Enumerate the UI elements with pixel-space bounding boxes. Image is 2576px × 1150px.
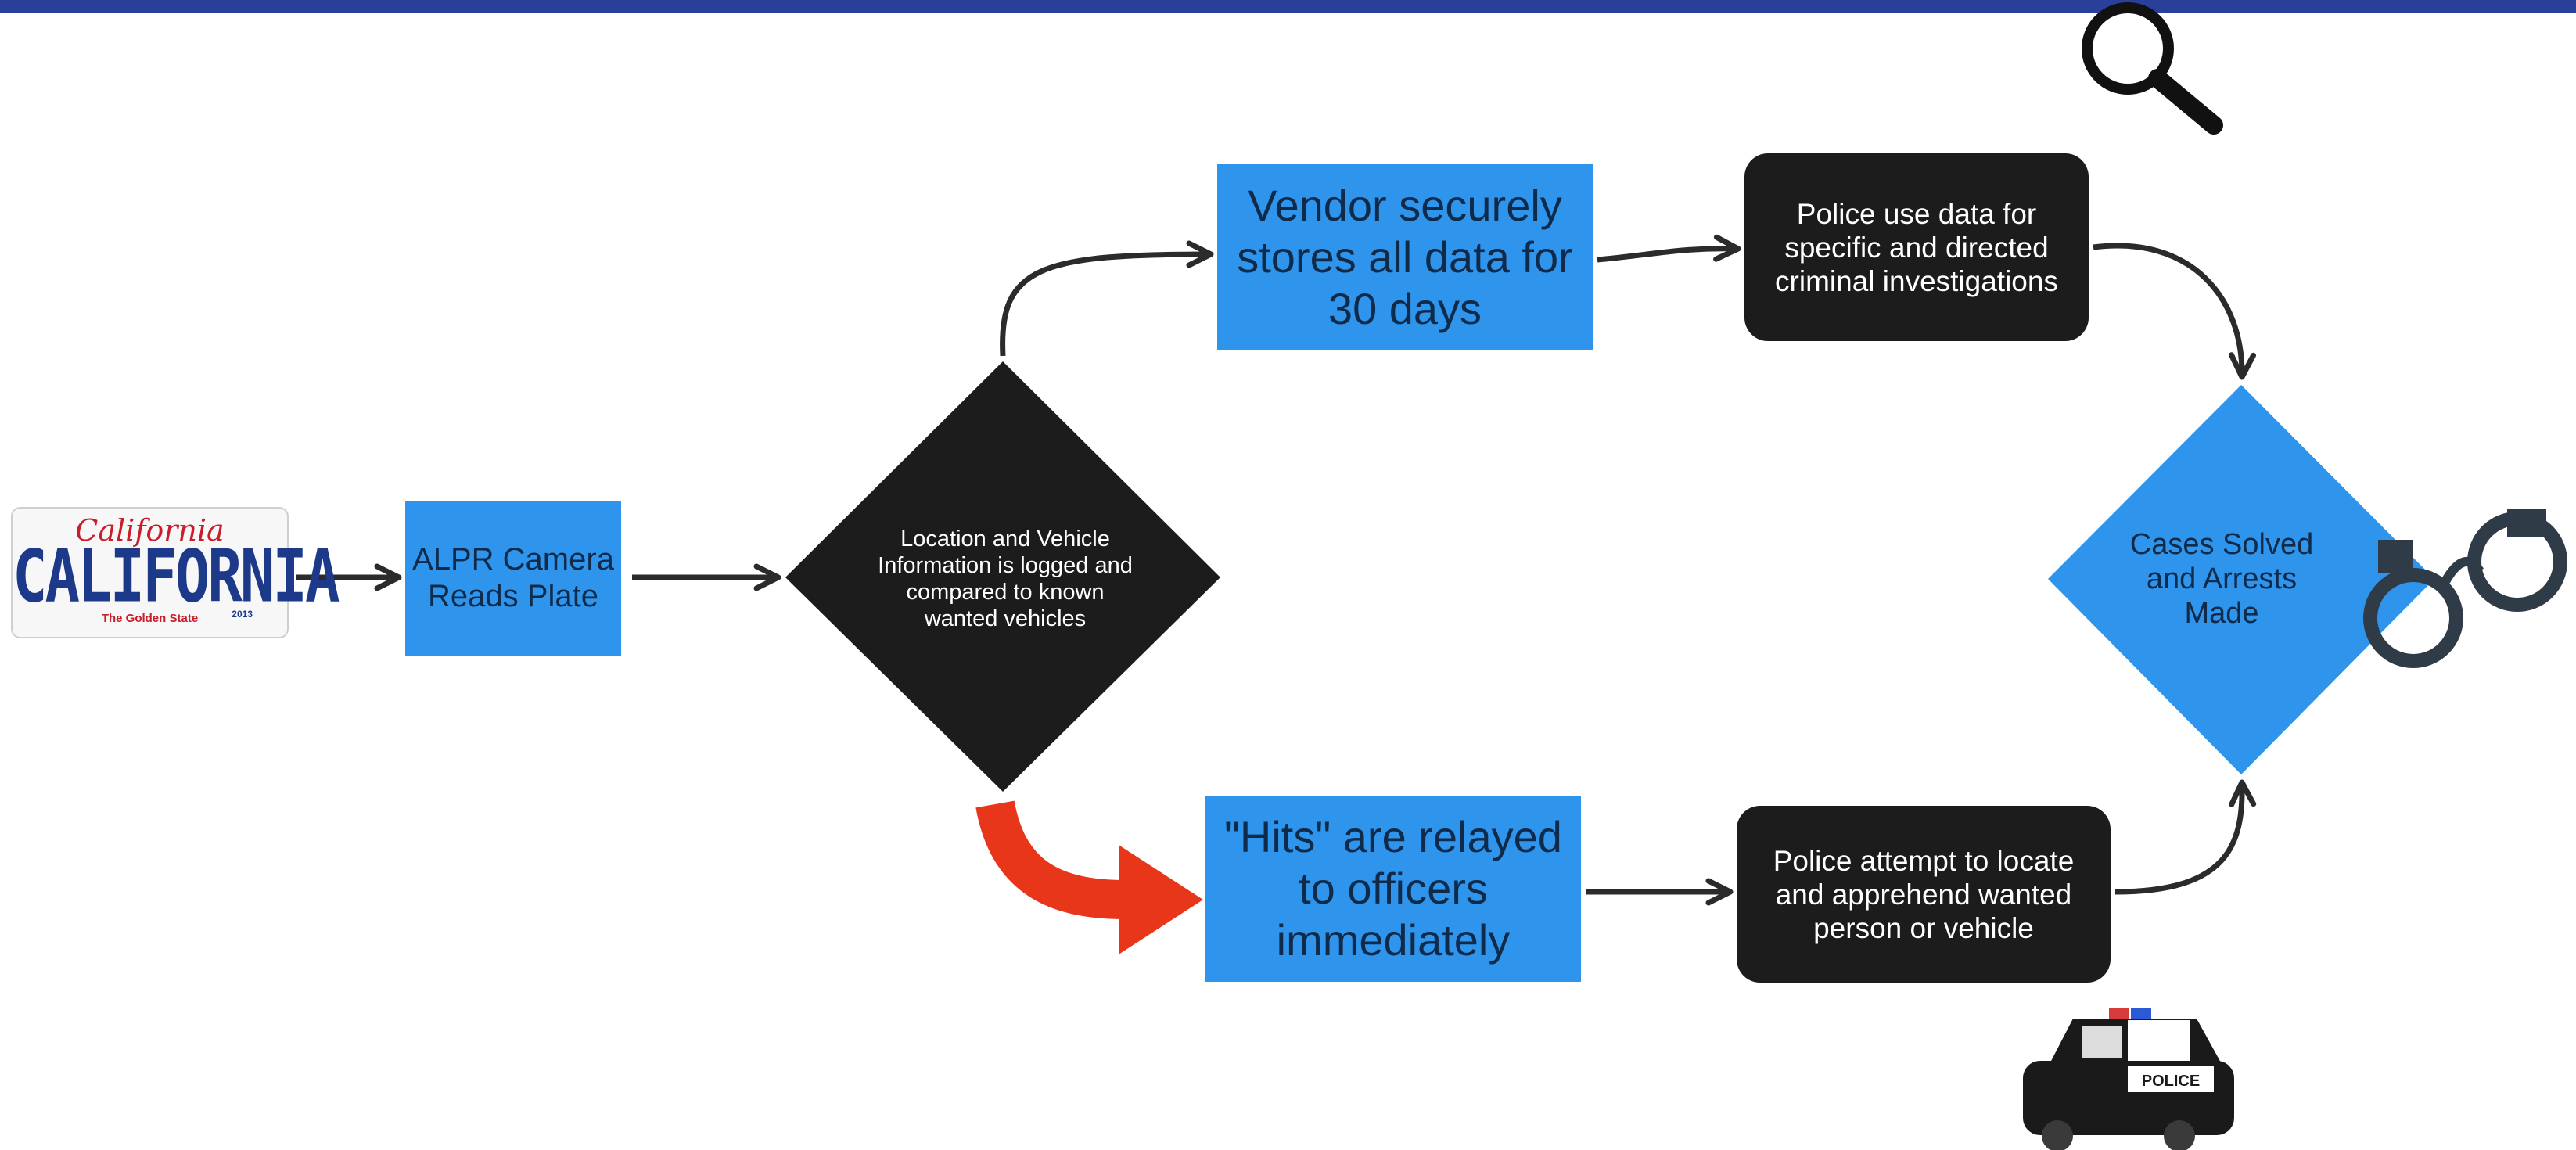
police-apprehend-box: Police attempt to locate and apprehend w…: [1737, 806, 2111, 983]
license-plate: California CALIFORNIA The Golden State 2…: [11, 507, 340, 638]
logged-compared-text: Location and Vehicle Information is logg…: [878, 526, 1133, 631]
plate-state-script: California: [75, 513, 225, 548]
hits-relayed-box: "Hits" are relayed to officers immediate…: [1205, 796, 1581, 982]
arrow-vendor-to-police-data: [1597, 234, 1741, 263]
arrow-police-locate-to-cases: [2114, 779, 2257, 895]
cases-solved-text: Cases Solved and Arrests Made: [2129, 528, 2314, 630]
police-investigations-box: Police use data for specific and directe…: [1744, 153, 2089, 341]
arrow-police-data-to-cases: [2093, 243, 2257, 380]
cases-diamond: [2048, 385, 2434, 774]
handcuffs-icon: [2363, 509, 2567, 668]
top-bar: [0, 0, 2576, 13]
alpr-camera-box: ALPR Camera Reads Plate: [405, 501, 621, 656]
decision-diamond: [785, 361, 1220, 792]
plate-slogan: The Golden State: [101, 612, 199, 625]
police-car-label: POLICE: [2142, 1073, 2200, 1090]
vendor-storage-box: Vendor securely stores all data for 30 d…: [1217, 164, 1593, 350]
magnifying-glass-icon: [2082, 2, 2223, 135]
hit-alert-arrow: [975, 800, 1203, 954]
police-car-icon: POLICE: [2023, 1008, 2234, 1150]
arrow-diamond-to-vendor: [1000, 240, 1214, 357]
plate-year-sticker: 2013: [232, 609, 253, 620]
plate-number: CALIFORNIA: [13, 534, 340, 619]
